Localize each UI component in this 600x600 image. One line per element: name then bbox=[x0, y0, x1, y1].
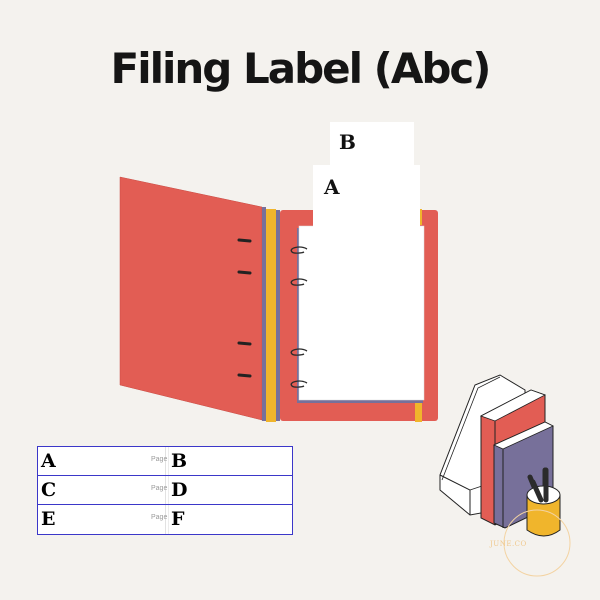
label-row: A Page B bbox=[38, 447, 292, 476]
label-row: E Page F bbox=[38, 505, 292, 534]
page-text: Page bbox=[151, 485, 168, 492]
tab-letter: B bbox=[339, 130, 356, 154]
divider-tab-a: A bbox=[313, 165, 420, 230]
fold-line bbox=[168, 447, 169, 534]
label-left: A bbox=[41, 450, 56, 472]
label-sheet: A Page B C Page D E Page F bbox=[37, 446, 293, 535]
label-left: C bbox=[41, 479, 57, 501]
label-right: F bbox=[171, 508, 185, 530]
fold-line bbox=[165, 447, 166, 534]
page-text: Page bbox=[151, 456, 168, 463]
label-right: B bbox=[171, 450, 188, 472]
label-right: D bbox=[171, 479, 188, 501]
page-text: Page bbox=[151, 514, 168, 521]
tab-letter: A bbox=[324, 175, 340, 199]
watermark: JUNE.CO bbox=[490, 540, 527, 548]
page-title: Filing Label (Abc) bbox=[110, 44, 492, 93]
label-row: C Page D bbox=[38, 476, 292, 505]
label-left: E bbox=[41, 508, 56, 530]
